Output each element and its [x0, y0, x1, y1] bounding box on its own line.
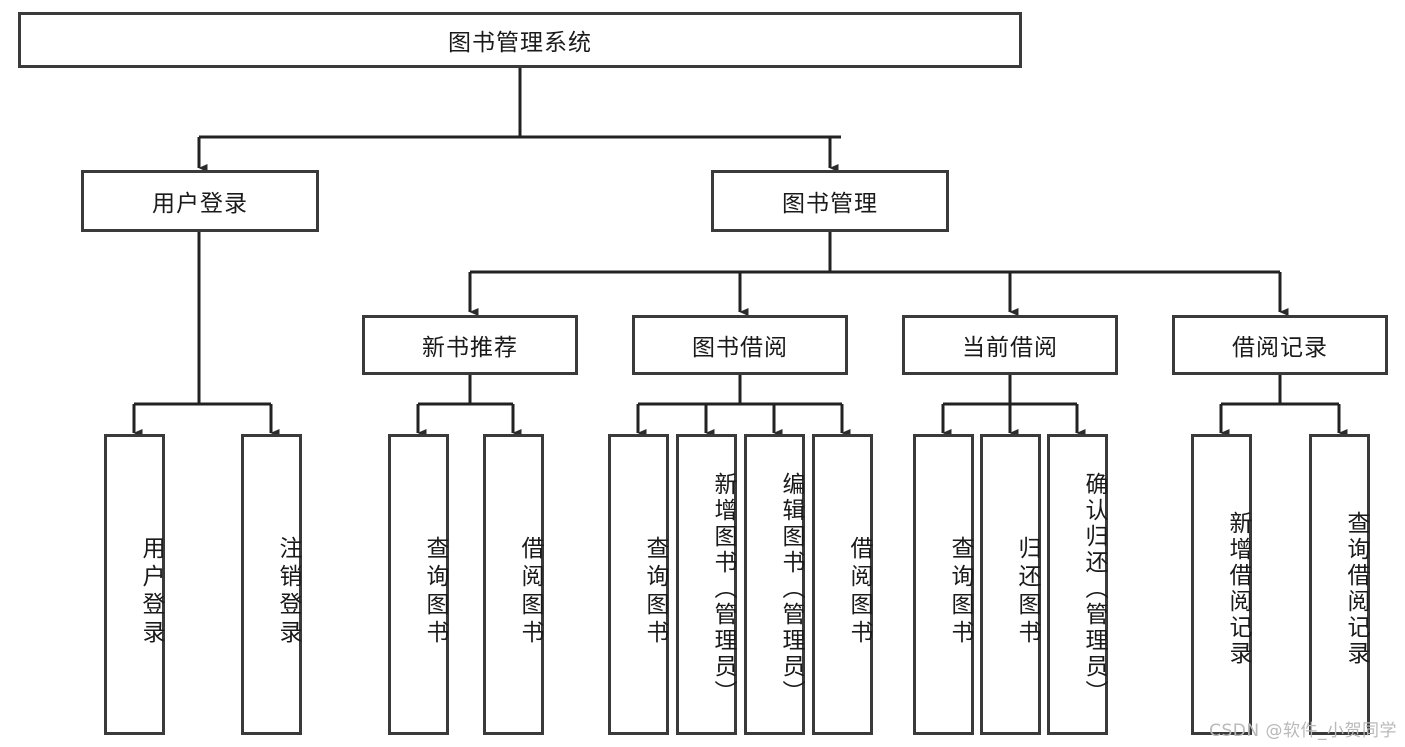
leaf-edit-book-admin[interactable]: 编辑图书（管理员）: [744, 434, 805, 735]
leaf-return-book[interactable]: 归还图书: [980, 434, 1041, 735]
leaf-logout[interactable]: 注销登录: [241, 434, 302, 735]
leaf-query-book-recommend[interactable]: 查询图书: [388, 434, 449, 735]
leaf-borrow-book-recommend[interactable]: 借阅图书: [483, 434, 544, 735]
leaf-borrow-book[interactable]: 借阅图书: [812, 434, 873, 735]
leaf-add-book-admin[interactable]: 新增图书（管理员）: [676, 434, 737, 735]
leaf-query-book-current[interactable]: 查询图书: [913, 434, 974, 735]
node-new-book-recommend[interactable]: 新书推荐: [362, 315, 578, 375]
node-book-borrow[interactable]: 图书借阅: [632, 315, 848, 375]
node-user-login[interactable]: 用户登录: [81, 170, 319, 232]
leaf-query-borrow-record[interactable]: 查询借阅记录: [1309, 434, 1370, 735]
leaf-add-borrow-record[interactable]: 新增借阅记录: [1191, 434, 1252, 735]
leaf-query-book-borrow[interactable]: 查询图书: [608, 434, 669, 735]
node-borrow-record[interactable]: 借阅记录: [1172, 315, 1388, 375]
csdn-watermark: CSDN @软件_小贺同学: [1209, 721, 1397, 741]
node-book-management[interactable]: 图书管理: [711, 170, 949, 232]
node-current-borrow[interactable]: 当前借阅: [902, 315, 1118, 375]
leaf-user-login[interactable]: 用户登录: [104, 434, 165, 735]
node-root-system[interactable]: 图书管理系统: [18, 12, 1022, 68]
leaf-confirm-return-admin[interactable]: 确认归还（管理员）: [1047, 434, 1108, 735]
